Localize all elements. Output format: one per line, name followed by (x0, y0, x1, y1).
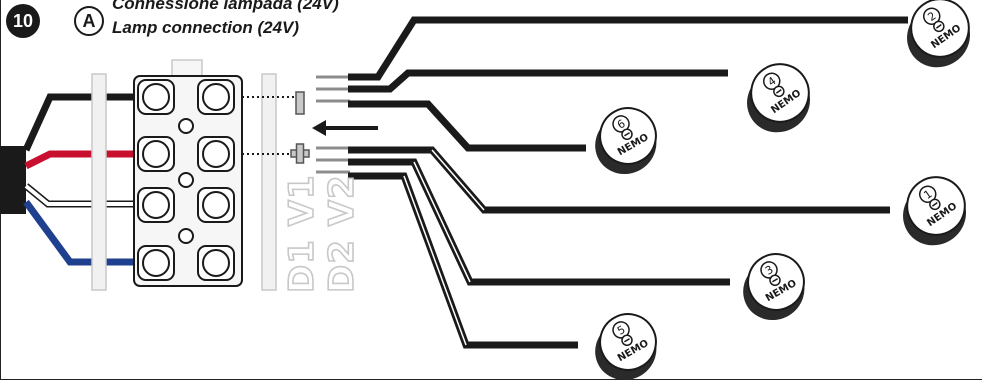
reference-letter-badge: A (74, 6, 104, 36)
caption-english: Lamp connection (24V) (112, 18, 300, 37)
wire-to-lamp-4 (348, 69, 728, 93)
step-number-badge: 10 (6, 4, 40, 38)
lamp-screw-slot-4 (775, 89, 782, 94)
caption-italian: Connessione lampada (24V) (112, 0, 339, 13)
lamp-screw-slot-3 (772, 278, 778, 283)
wire-blue (23, 199, 135, 266)
wire-to-lamp-2 (348, 16, 908, 81)
connector-pins (316, 75, 350, 174)
output-wire-highlights (403, 149, 485, 346)
terminal-label-d2-v2: D2 V2 (321, 174, 363, 294)
lamp-screw-slot-5 (624, 338, 630, 343)
terminal-screws (137, 79, 235, 281)
terminal-label-d1-v1: D1 V1 (281, 174, 323, 294)
din-rail-left (91, 73, 107, 291)
negative-symbol (295, 91, 305, 115)
din-rail-right (261, 73, 277, 291)
positive-symbol (290, 143, 310, 164)
wire-to-lamp-6 (348, 100, 586, 152)
lamp-screw-slot-1 (931, 202, 938, 207)
insert-arrow-icon (312, 120, 378, 136)
lamp-screw-slot-6 (624, 132, 630, 137)
lamp-screw-slot-2 (935, 24, 942, 29)
cable-sheath (0, 146, 26, 214)
